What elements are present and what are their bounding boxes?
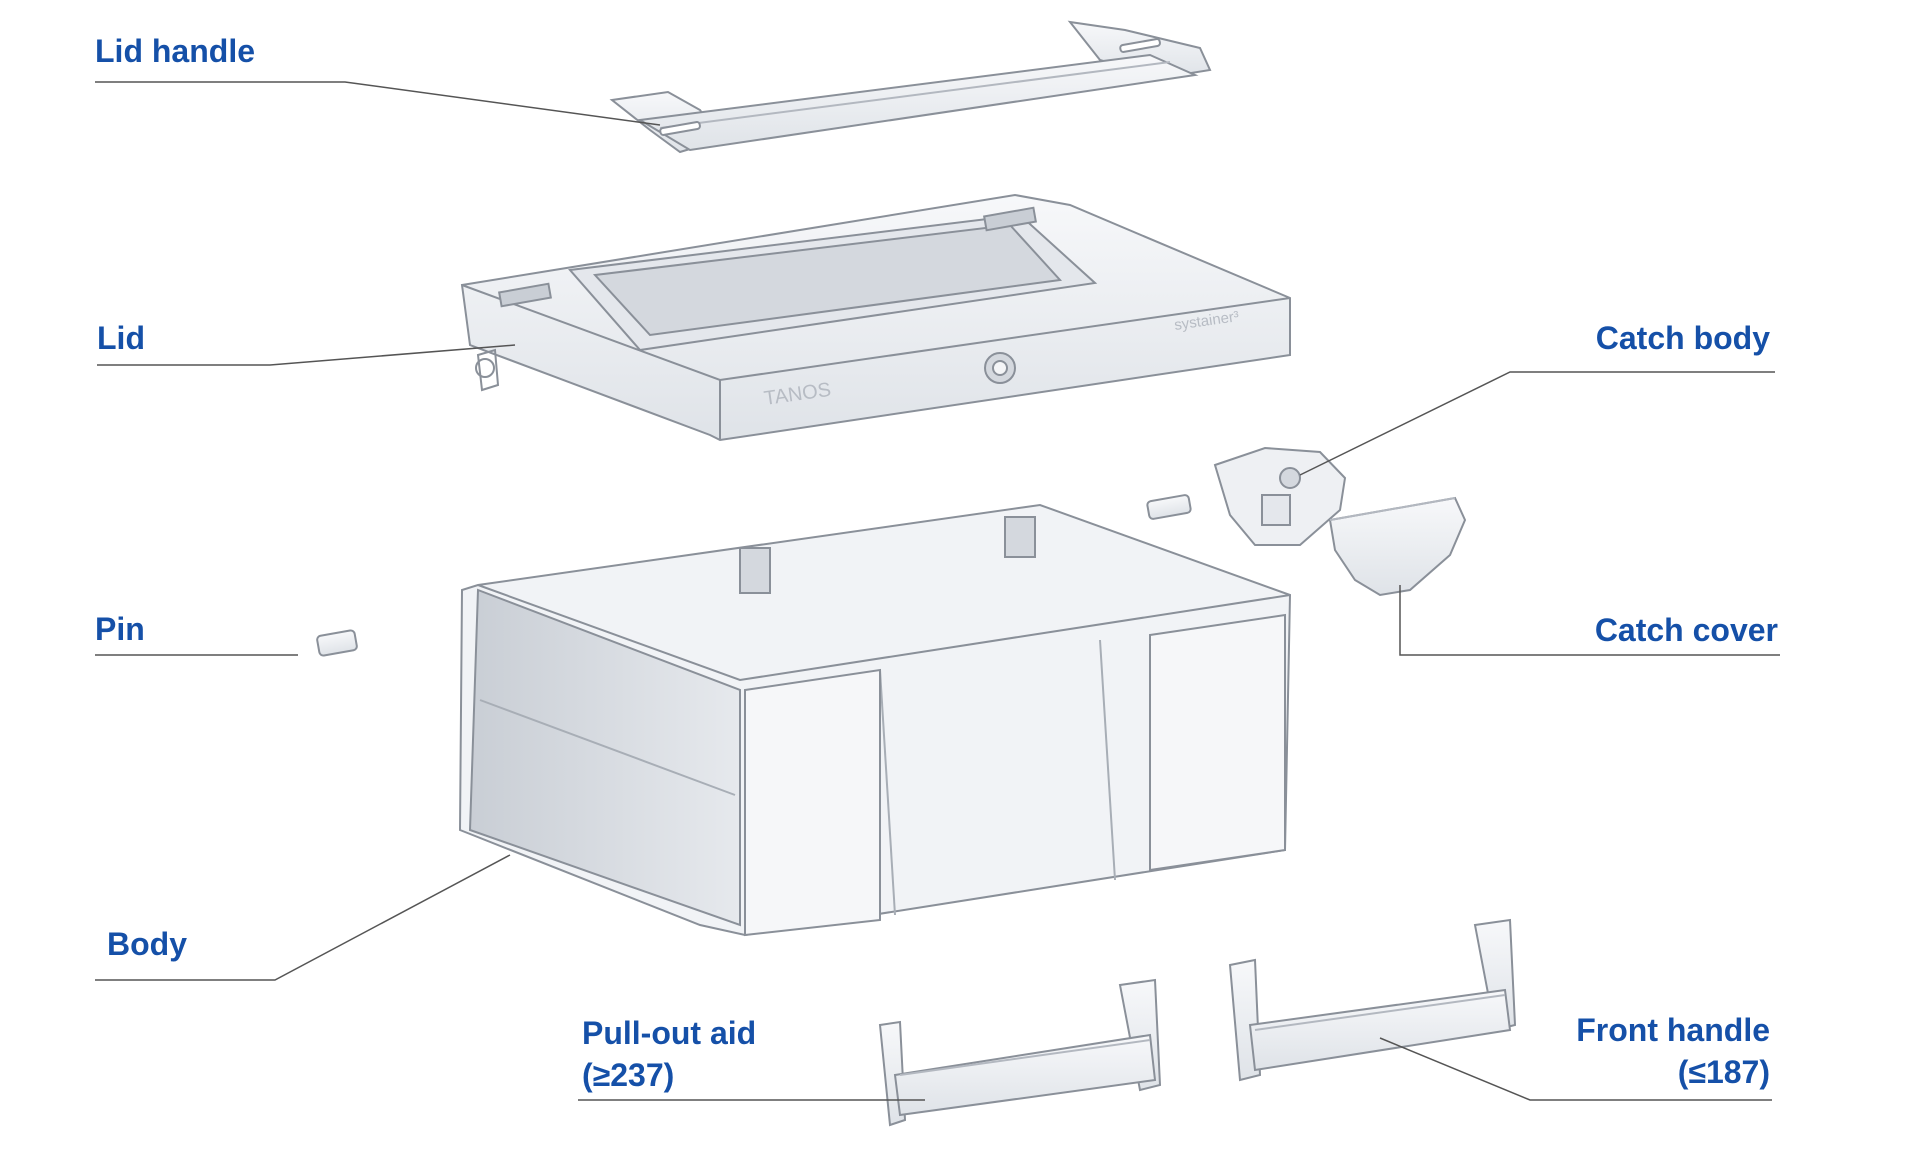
- label-catch-body: Catch body: [1595, 320, 1770, 356]
- leader-catch-cover: [1399, 585, 1780, 656]
- leader-lines: [95, 81, 1780, 1101]
- catch-pin-part: [1146, 494, 1192, 520]
- front-handle-part: [1228, 918, 1517, 1082]
- leader-body: [95, 854, 511, 981]
- catch-body-part: [1213, 446, 1347, 546]
- catch-cover-part: [1328, 496, 1467, 597]
- label-lid: Lid: [97, 320, 145, 356]
- leader-catch-body: [1299, 371, 1775, 476]
- label-front-handle: Front handle (≤187): [1576, 1010, 1770, 1093]
- leader-lid-handle: [95, 81, 661, 126]
- label-pull-out-aid: Pull-out aid (≥237): [582, 1013, 756, 1096]
- pull-out-aid-part: [878, 978, 1162, 1127]
- pin-part: [316, 629, 358, 657]
- label-lid-handle: Lid handle: [95, 33, 255, 69]
- leader-front-handle: [1379, 1037, 1772, 1101]
- label-front-handle-line2: (≤187): [1677, 1053, 1770, 1090]
- label-front-handle-line1: Front handle: [1576, 1012, 1770, 1048]
- label-catch-cover: Catch cover: [1594, 612, 1778, 648]
- lid-handle-part: [609, 20, 1212, 154]
- body-part: [458, 503, 1292, 937]
- label-pull-out-aid-line1: Pull-out aid: [582, 1015, 757, 1051]
- lid-part: [460, 193, 1291, 442]
- label-body: Body: [107, 926, 187, 962]
- leader-lid: [97, 344, 516, 366]
- label-pull-out-aid-line2: (≥237): [582, 1056, 675, 1093]
- label-pin: Pin: [95, 611, 145, 647]
